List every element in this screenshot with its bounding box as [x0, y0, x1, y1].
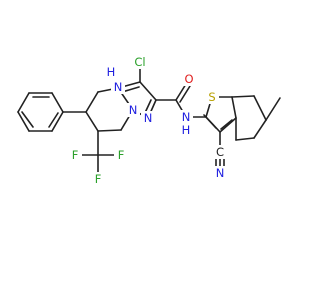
bond	[97, 129, 122, 132]
bond	[17, 92, 30, 113]
atom-cl-label: Cl	[134, 55, 145, 69]
atom-s-thiophene: S	[205, 90, 219, 104]
atom-f1-label: F	[72, 148, 79, 162]
bond	[253, 95, 267, 121]
atom-cl: Cl	[131, 55, 149, 69]
atom-n-amide: N H	[179, 110, 193, 137]
bond	[265, 97, 281, 121]
atom-n-nitrile: N	[213, 166, 227, 180]
atom-nh-ring: N H	[105, 65, 125, 94]
bond	[219, 117, 237, 133]
atom-f2-label: F	[95, 172, 102, 186]
atom-f3: F	[114, 148, 128, 162]
atom-n-nitrile-label: N	[216, 166, 225, 180]
atom-f2: F	[91, 172, 105, 186]
atom-layer: Cl N H N N O N H S	[68, 55, 227, 186]
atom-n-pyrazole-a: N	[126, 103, 140, 117]
bond	[85, 91, 99, 113]
molecule-canvas: Cl N H N N O N H S	[17, 55, 281, 186]
atom-nh-ring-n: N	[114, 80, 123, 94]
atom-c-nitrile-label: C	[216, 145, 224, 159]
bond	[179, 85, 191, 103]
bond	[85, 111, 99, 132]
atom-n-pyrazole-a-label: N	[129, 103, 138, 117]
bond	[51, 111, 64, 132]
atom-s-thiophene-label: S	[208, 90, 215, 104]
bond	[139, 81, 157, 101]
atom-n-pyrazole-b: N	[141, 111, 155, 125]
bond	[17, 111, 30, 132]
atom-n-pyrazole-b-label: N	[144, 111, 153, 125]
atom-f1: F	[68, 148, 82, 162]
bond	[231, 96, 237, 119]
atom-o-amide: O	[182, 72, 196, 86]
bond	[48, 112, 59, 128]
bond	[253, 119, 267, 139]
bond	[203, 114, 217, 129]
bond	[51, 92, 64, 113]
atom-f3-label: F	[118, 148, 125, 162]
structure-drawing: Cl N H N N O N H S	[17, 55, 281, 186]
atom-o-amide-label: O	[184, 72, 193, 86]
atom-nh-ring-h: H	[107, 65, 116, 79]
bond	[231, 95, 255, 98]
bond	[175, 83, 187, 101]
atom-n-amide-h: H	[182, 123, 191, 137]
bond	[21, 111, 34, 128]
atom-n-amide-label: N	[182, 110, 191, 124]
atom-c-nitrile: C	[213, 145, 227, 159]
bond	[220, 119, 233, 130]
bond	[235, 137, 255, 141]
